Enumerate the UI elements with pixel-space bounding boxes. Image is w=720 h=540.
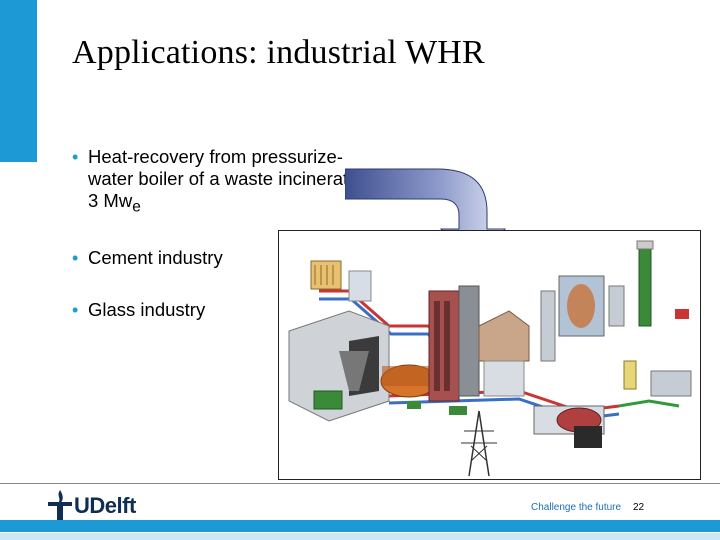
accent-bar (0, 0, 37, 162)
logo-text: UDelft (74, 493, 136, 518)
bullet-text: Glass industry (88, 298, 206, 320)
bullet-text: Heat-recovery from pressurize-water boil… (88, 146, 369, 211)
tu-delft-flame-logo (48, 490, 72, 520)
footer-tagline: Challenge the future (531, 502, 622, 513)
bullet-dot-icon: • (72, 299, 79, 320)
waste-incinerator-plant-illustration (288, 240, 692, 477)
bullet-item: • Cement industry (72, 247, 372, 269)
bullet-item: • Glass industry (72, 299, 372, 321)
bullet-dot-icon: • (72, 247, 79, 268)
footer-divider (0, 483, 720, 484)
bullet-dot-icon: • (72, 147, 79, 167)
bullet-text: Cement industry (88, 246, 223, 268)
bullet-subscript: e (132, 198, 141, 216)
page-number: 22 (633, 502, 645, 513)
slide-title: Applications: industrial WHR (72, 34, 485, 71)
bullet-item: • Heat-recovery from pressurize-water bo… (72, 146, 372, 219)
footer-band (0, 520, 720, 532)
plant-illustration-frame (278, 230, 701, 480)
footer-band-light (0, 533, 720, 540)
bullet-list: • Heat-recovery from pressurize-water bo… (72, 146, 372, 337)
